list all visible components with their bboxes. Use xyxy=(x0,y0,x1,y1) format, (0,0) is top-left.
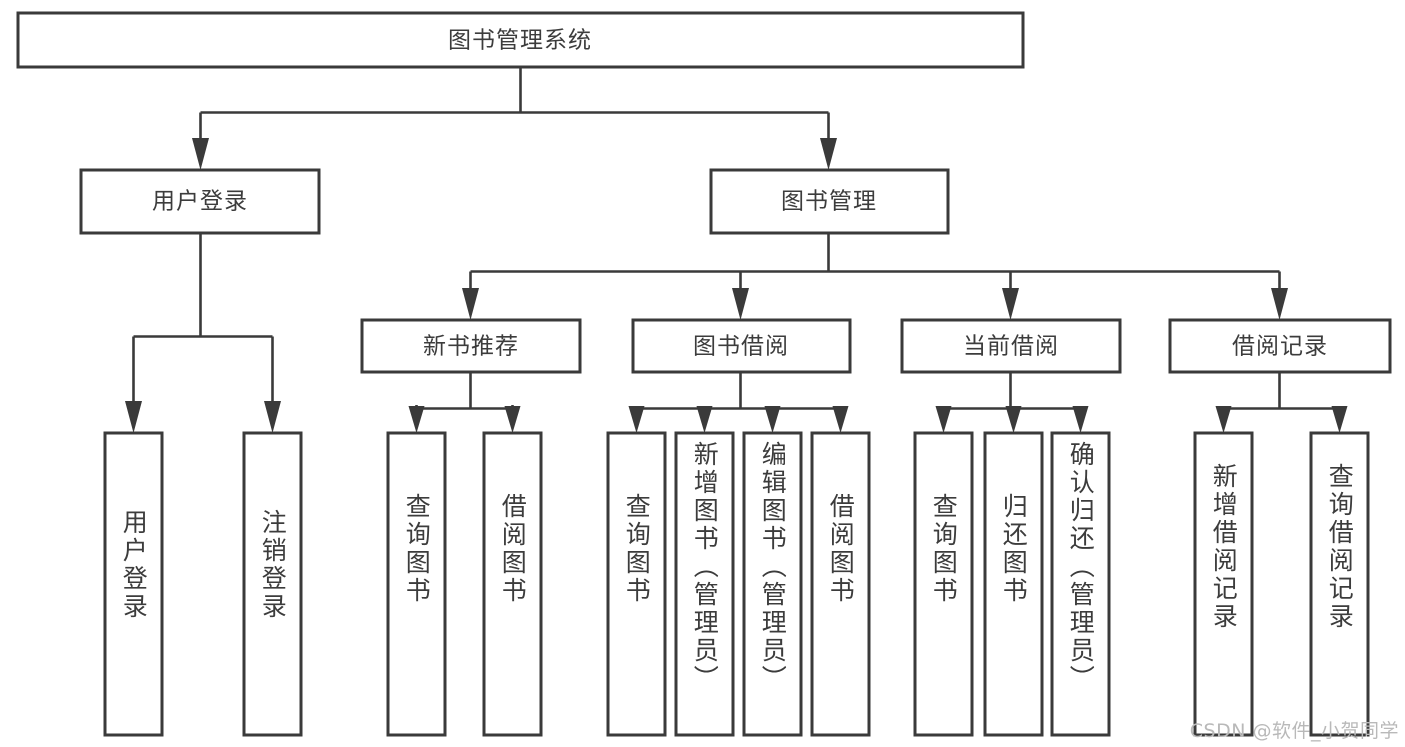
node-borrow-record-label: 借阅记录 xyxy=(1232,334,1328,360)
leaf-user-login-1-box[interactable] xyxy=(103,431,164,737)
node-borrow-record-box[interactable] xyxy=(1168,318,1392,374)
node-box-layer xyxy=(16,11,1392,737)
arrow-root-to-book-manage xyxy=(820,138,837,170)
arrow-to-new-book-recommend xyxy=(462,288,479,320)
arrow-new-book-leaf-1 xyxy=(408,406,425,433)
node-user-login-label: 用户登录 xyxy=(152,189,248,215)
arrow-to-current-borrow xyxy=(1002,288,1019,320)
arrow-current-borrow-leaf-2 xyxy=(1005,406,1022,433)
arrow-new-book-leaf-2 xyxy=(504,406,521,433)
node-book-borrow-box[interactable] xyxy=(631,318,852,374)
leaf-book-borrow-2-box[interactable] xyxy=(674,431,735,737)
leaf-book-borrow-4-box[interactable] xyxy=(810,431,871,737)
node-new-book-recommend-box[interactable] xyxy=(360,318,582,374)
arrow-book-borrow-leaf-3 xyxy=(764,406,781,433)
leaf-book-borrow-1-box[interactable] xyxy=(606,431,667,737)
arrow-to-borrow-record xyxy=(1271,288,1288,320)
node-book-manage-label: 图书管理 xyxy=(781,189,877,215)
node-book-borrow-label: 图书借阅 xyxy=(693,334,789,360)
arrow-book-borrow-leaf-4 xyxy=(832,406,849,433)
arrow-book-borrow-leaf-2 xyxy=(696,406,713,433)
arrow-user-login-leaf-1 xyxy=(125,401,142,433)
leaf-current-borrow-1-box[interactable] xyxy=(913,431,974,737)
node-current-borrow-box[interactable] xyxy=(900,318,1122,374)
leaf-user-login-2-box[interactable] xyxy=(242,431,303,737)
connector-layer xyxy=(125,67,1348,433)
watermark-text: CSDN @软件_小贺同学 xyxy=(1189,720,1399,742)
leaf-current-borrow-2-box[interactable] xyxy=(983,431,1044,737)
node-new-book-recommend-label: 新书推荐 xyxy=(423,334,519,360)
leaf-new-book-2-box[interactable] xyxy=(482,431,543,737)
arrow-book-borrow-leaf-1 xyxy=(628,406,645,433)
arrow-current-borrow-leaf-3 xyxy=(1072,406,1089,433)
leaf-book-borrow-3-box[interactable] xyxy=(742,431,803,737)
leaf-borrow-record-1-box[interactable] xyxy=(1193,431,1254,737)
node-user-login-box[interactable] xyxy=(79,168,321,235)
arrow-user-login-leaf-2 xyxy=(264,401,281,433)
node-book-manage-box[interactable] xyxy=(709,168,950,235)
arrow-root-to-user-login xyxy=(192,138,209,170)
horizontal-label-layer: 图书管理系统 用户登录 图书管理 新书推荐 图书借阅 当前借阅 借阅记录 xyxy=(152,28,1328,360)
leaf-borrow-record-2-box[interactable] xyxy=(1309,431,1370,737)
arrow-current-borrow-leaf-1 xyxy=(935,406,952,433)
node-root-box[interactable] xyxy=(16,11,1025,69)
leaf-new-book-1-box[interactable] xyxy=(386,431,447,737)
leaf-current-borrow-3-box[interactable] xyxy=(1050,431,1111,737)
node-root-label: 图书管理系统 xyxy=(448,28,592,54)
arrow-to-book-borrow xyxy=(732,288,749,320)
arrow-borrow-record-leaf-1 xyxy=(1215,406,1232,433)
node-current-borrow-label: 当前借阅 xyxy=(963,334,1059,360)
arrow-borrow-record-leaf-2 xyxy=(1331,406,1348,433)
